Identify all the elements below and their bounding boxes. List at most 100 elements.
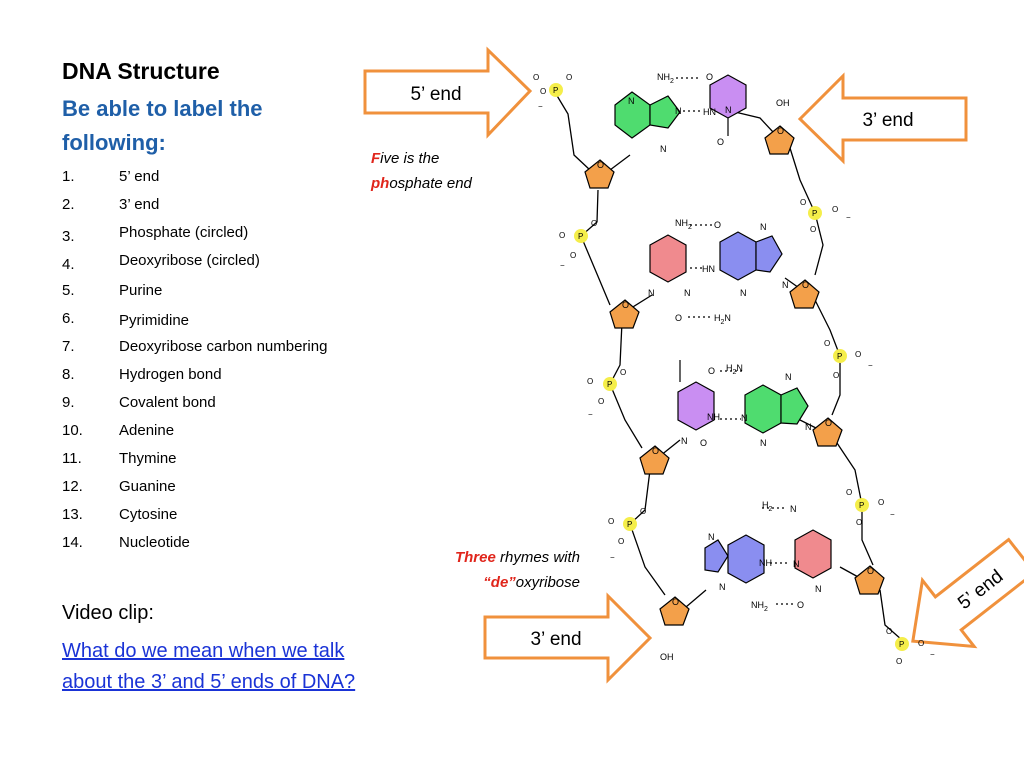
item-label: Nucleotide [119, 534, 190, 551]
atom-label: OH [776, 98, 790, 108]
atom-label: N [648, 288, 655, 298]
atom-label: P [627, 520, 632, 529]
atom-label: − [588, 410, 593, 419]
atom-label: O [533, 73, 539, 82]
deoxyribose-sugar [659, 596, 690, 626]
item-label: Adenine [119, 422, 175, 439]
atom-label: N [681, 436, 688, 446]
base-atom-labels: NH2 O HN O N N N N [628, 72, 732, 154]
atom-label: O [652, 446, 659, 456]
atom-label: O [846, 488, 852, 497]
atom-label: P [899, 640, 904, 649]
adenine-base [744, 384, 809, 434]
atom-label: N [660, 144, 667, 154]
atom-label: O [717, 137, 724, 147]
arrow-top-right: 3’ end [797, 72, 968, 165]
video-link[interactable]: What do we mean when we talk about the 3… [62, 640, 356, 693]
video-clip-label: Video clip: [62, 602, 154, 624]
item-number: 2. [62, 196, 75, 213]
phosphate-group: P OOO− [800, 198, 851, 234]
deoxyribose-sugar [584, 159, 615, 189]
atom-label: O [886, 627, 892, 636]
arrow-label: 3’ end [530, 629, 581, 650]
item-label: Cytosine [119, 506, 178, 523]
atom-label: N [628, 96, 635, 106]
phosphate-group: P OOO− [587, 368, 626, 419]
atom-label: O [622, 300, 629, 310]
item-number: 10. [62, 422, 83, 439]
deoxyribose-sugars [584, 125, 885, 626]
guanine-base [704, 534, 765, 584]
atom-label: O [587, 377, 593, 386]
atom-label: − [868, 361, 873, 370]
phosphate-group: P OOO− [608, 507, 646, 562]
item-number: 14. [62, 534, 83, 551]
atom-label: P [607, 380, 612, 389]
atom-label: N [760, 438, 767, 448]
atom-label: P [859, 501, 864, 510]
atom-label: O [608, 517, 614, 526]
atom-label: H2 [762, 500, 773, 513]
thymine-base [677, 381, 715, 431]
deoxyribose-sugar [609, 299, 640, 329]
mnemonic-highlight: Three [454, 549, 496, 566]
item-label: Purine [119, 282, 163, 299]
atom-label: N [790, 504, 797, 514]
atom-label: N [785, 372, 792, 382]
atom-label: O [714, 220, 721, 230]
item-number: 7. [62, 338, 75, 355]
guanine-base [719, 231, 783, 281]
atom-label: O [597, 160, 604, 170]
deoxyribose-sugar [789, 279, 820, 309]
atom-label: N [741, 413, 748, 423]
atom-label: OH [660, 652, 674, 662]
arrow-label: 3’ end [862, 110, 913, 131]
item-label: Deoxyribose (circled) [119, 252, 260, 269]
atom-label: O [867, 566, 874, 576]
phosphate-groups: P OOO− P OOO− P OOO− P OOO− P OOO− P OOO… [533, 73, 935, 666]
mnemonic-text: ive is the [380, 150, 440, 167]
atom-label: N [760, 222, 767, 232]
mnemonic-text: oxyribose [515, 574, 580, 591]
atom-label: NH [707, 412, 720, 422]
base-atom-labels: NH2 O HN O H2N N N N N N [648, 218, 789, 326]
item-number: 6. [62, 310, 75, 327]
item-label: 5’ end [119, 168, 160, 185]
atom-label: O [706, 72, 713, 82]
cytosine-base [794, 529, 832, 579]
base-pair-guanine-cytosine [704, 507, 832, 605]
atom-label: O [675, 313, 682, 323]
atom-label: O [640, 507, 646, 516]
atom-label: N [719, 582, 726, 592]
atom-label: NH2 [657, 72, 674, 85]
arrow-label: 5’ end [410, 84, 461, 105]
atom-label: P [578, 232, 583, 241]
atom-label: NH [759, 558, 772, 568]
phosphate-group: P OOO− [824, 339, 873, 380]
atom-label: O [810, 225, 816, 234]
mnemonic-text: rhymes with [495, 549, 580, 566]
arrow-bottom-left: 3’ end [483, 592, 653, 684]
item-number: 11. [62, 450, 82, 467]
item-label: 3’ end [119, 196, 160, 213]
mnemonic-highlight: F [371, 150, 381, 167]
atom-label: NH2 [675, 218, 692, 231]
deoxyribose-sugar [764, 125, 795, 155]
atom-label: O [777, 126, 784, 136]
atom-label: HN [703, 107, 716, 117]
phosphate-group: P OOO− [846, 488, 895, 527]
item-label: Pyrimidine [119, 312, 190, 329]
atom-label: HN [702, 264, 715, 274]
base-pair-thymine-adenine [677, 360, 809, 434]
atom-label: H2N [714, 313, 731, 326]
atom-label: O [797, 600, 804, 610]
adenine-base [614, 91, 681, 139]
item-number: 12. [62, 478, 83, 495]
page-subtitle: Be able to label the following: [62, 96, 263, 155]
item-number: 13. [62, 506, 83, 523]
mnemonic-highlight: “de” [483, 574, 516, 591]
atom-label: − [930, 650, 935, 659]
base-atom-labels: O H2N NH O N N N N N [681, 363, 812, 448]
thymine-base [709, 74, 747, 119]
item-number: 4. [62, 256, 75, 273]
